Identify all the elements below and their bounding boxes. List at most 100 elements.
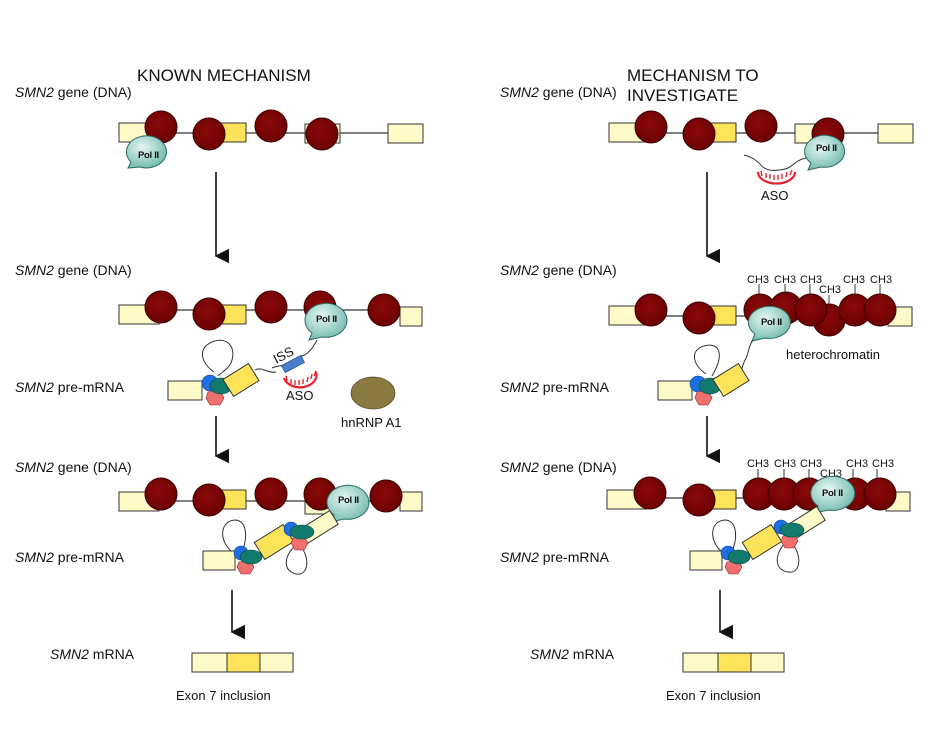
nucleosome <box>192 297 226 331</box>
nucleosome <box>192 117 226 151</box>
nucleosome <box>744 109 778 143</box>
rna-loop <box>222 519 246 557</box>
right-row2-premrna-label: SMN2 pre-mRNA <box>500 379 610 395</box>
pol2-icon: Pol II <box>747 305 791 342</box>
rna-loop <box>694 344 720 377</box>
rna-strand <box>743 154 807 171</box>
rna-loop <box>776 541 800 573</box>
right-row2-premrna <box>657 339 754 406</box>
right-row3-premrna-label: SMN2 pre-mRNA <box>500 549 610 565</box>
left-row2-label: SMN2 gene (DNA) <box>15 262 132 278</box>
exon7-box <box>741 523 783 561</box>
left-mrna-label: SMN2 mRNA <box>50 646 135 662</box>
svg-text:Pol II: Pol II <box>816 143 837 154</box>
aso-icon <box>282 370 318 389</box>
left-row1-label: SMN2 gene (DNA) <box>15 84 132 100</box>
aso-icon <box>756 169 797 185</box>
mrna-exon7 <box>226 652 261 673</box>
nucleosome <box>192 483 226 517</box>
nucleosome <box>144 477 178 511</box>
ch3-label: CH3 <box>819 284 841 296</box>
nucleosome <box>633 476 667 510</box>
svg-text:Pol II: Pol II <box>316 314 337 325</box>
nucleosome <box>305 117 339 151</box>
left-row3-label: SMN2 gene (DNA) <box>15 459 132 475</box>
right-panel-title-line1: MECHANISM TO <box>627 66 759 85</box>
right-mrna <box>682 652 785 673</box>
pol2-icon: Pol II <box>126 135 167 169</box>
iss-element <box>281 354 305 374</box>
svg-text:Pol II: Pol II <box>338 495 359 506</box>
left-row2-premrna: ISS ASO hnRNP A1 <box>167 339 401 430</box>
nucleosome <box>634 293 668 327</box>
left-row3-gene: Pol II <box>118 477 423 523</box>
left-row3-premrna-label: SMN2 pre-mRNA <box>15 549 125 565</box>
methylated-nucleosome <box>794 293 828 327</box>
exon-box <box>167 380 203 401</box>
mrna-exon8 <box>259 652 294 673</box>
methyl-marks: CH3 CH3 CH3 CH3 CH3 CH3 <box>747 274 892 304</box>
nucleosome <box>254 477 288 511</box>
ch3-label: CH3 <box>846 458 868 470</box>
ch3-label: CH3 <box>870 274 892 286</box>
right-row2-gene: CH3 CH3 CH3 CH3 CH3 CH3 Pol II heterochr… <box>608 274 913 362</box>
aso-label: ASO <box>761 188 788 203</box>
exon-box <box>202 550 236 571</box>
exon-box <box>399 491 423 512</box>
exon-box <box>877 123 914 144</box>
pol2-icon: Pol II <box>326 484 370 523</box>
mrna-exon8 <box>750 652 785 673</box>
ch3-label: CH3 <box>800 458 822 470</box>
methyl-marks: CH3 CH3 CH3 CH3 CH3 CH3 <box>747 458 894 480</box>
left-outcome-label: Exon 7 inclusion <box>176 688 271 703</box>
nucleosome <box>682 117 716 151</box>
pol2-icon: Pol II <box>304 302 348 341</box>
nucleosome <box>367 293 401 327</box>
right-row1-label: SMN2 gene (DNA) <box>500 84 617 100</box>
left-panel-title: KNOWN MECHANISM <box>137 66 311 85</box>
left-row1-gene: Pol II <box>118 109 424 169</box>
nucleosome <box>634 110 668 144</box>
right-panel-title-line2: INVESTIGATE <box>627 86 738 105</box>
nucleosome <box>369 479 403 513</box>
snrnp-u2 <box>779 522 805 538</box>
svg-text:Pol II: Pol II <box>822 488 843 499</box>
left-row2-premrna-label: SMN2 pre-mRNA <box>15 379 125 395</box>
nucleosome <box>254 290 288 324</box>
hnrnp-a1-label: hnRNP A1 <box>341 415 401 430</box>
ch3-label: CH3 <box>872 458 894 470</box>
mrna-exon6 <box>191 652 228 673</box>
ch3-label: CH3 <box>774 458 796 470</box>
right-row3-premrna <box>689 505 826 575</box>
exon7-box <box>712 362 750 398</box>
snrnp-u2 <box>239 549 263 565</box>
rna-loop <box>712 519 736 557</box>
snrnp-u2 <box>289 524 315 540</box>
right-mrna-label: SMN2 mRNA <box>530 646 615 662</box>
methylated-nucleosome <box>863 477 897 511</box>
exon7-box <box>222 362 260 398</box>
rna-strand <box>254 368 277 373</box>
aso-label: ASO <box>286 388 313 403</box>
pol2-icon: Pol II <box>804 134 846 171</box>
right-row3-label: SMN2 gene (DNA) <box>500 459 617 475</box>
exon-box <box>657 380 693 401</box>
nucleosome <box>254 109 288 143</box>
ch3-label: CH3 <box>747 458 769 470</box>
rna-loop <box>202 339 234 377</box>
methylated-nucleosome <box>863 293 897 327</box>
snrnp-u2 <box>727 549 751 565</box>
left-row2-gene: Pol II <box>118 290 423 341</box>
pol2-icon: Pol II <box>810 475 856 514</box>
mrna-exon7 <box>717 652 752 673</box>
left-row3-premrna <box>202 509 339 575</box>
svg-text:Pol II: Pol II <box>138 150 159 161</box>
nucleosome <box>682 301 716 335</box>
right-row2-label: SMN2 gene (DNA) <box>500 262 617 278</box>
right-row3-gene: CH3 CH3 CH3 CH3 CH3 CH3 Pol II <box>606 458 911 517</box>
exon-box <box>689 550 723 571</box>
ch3-label: CH3 <box>800 274 822 286</box>
exon-box <box>399 306 423 327</box>
rna-loop <box>285 544 308 575</box>
